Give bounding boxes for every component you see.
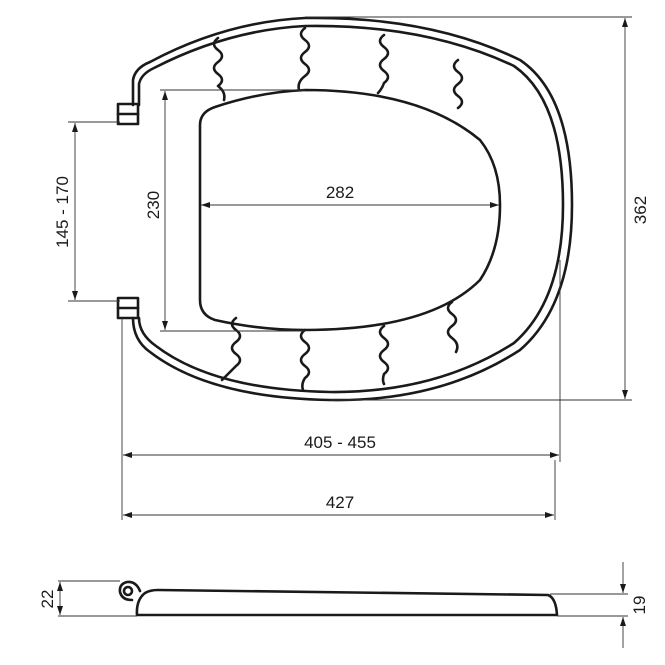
hinge-height-label: 22 [38, 590, 57, 609]
hinge-spacing-label: 145 - 170 [53, 176, 72, 248]
dimension-overall-width: 427 [123, 460, 556, 520]
dimension-hinge-height: 22 [38, 580, 137, 617]
seat-outer-outline [131, 16, 574, 402]
seat-thickness-label: 19 [630, 596, 649, 615]
hinge-lug [118, 580, 142, 602]
seat-opening [198, 88, 502, 332]
dimension-total-length: 362 [305, 16, 650, 401]
total-length-label: 362 [631, 196, 650, 224]
dimension-inner-width: 282 [201, 183, 499, 208]
overall-width-label: 427 [326, 493, 354, 512]
dimension-inner-length: 230 [144, 89, 305, 332]
seat-side-view [118, 580, 559, 617]
seat-inner-rim [137, 24, 565, 394]
seat-top-view [116, 16, 574, 402]
hinge-bottom [116, 296, 140, 320]
inner-width-label: 282 [326, 183, 354, 202]
fixing-range-label: 405 - 455 [304, 433, 376, 452]
seat-ribs [212, 26, 464, 392]
dimension-seat-thickness: 19 [550, 562, 649, 648]
seat-side-profile [135, 588, 559, 617]
hinge-top [116, 102, 140, 126]
inner-length-label: 230 [144, 191, 163, 219]
hinge-pin [122, 585, 134, 597]
dimension-fixing-range: 405 - 455 [121, 260, 561, 520]
dimension-hinge-spacing: 145 - 170 [53, 121, 120, 302]
